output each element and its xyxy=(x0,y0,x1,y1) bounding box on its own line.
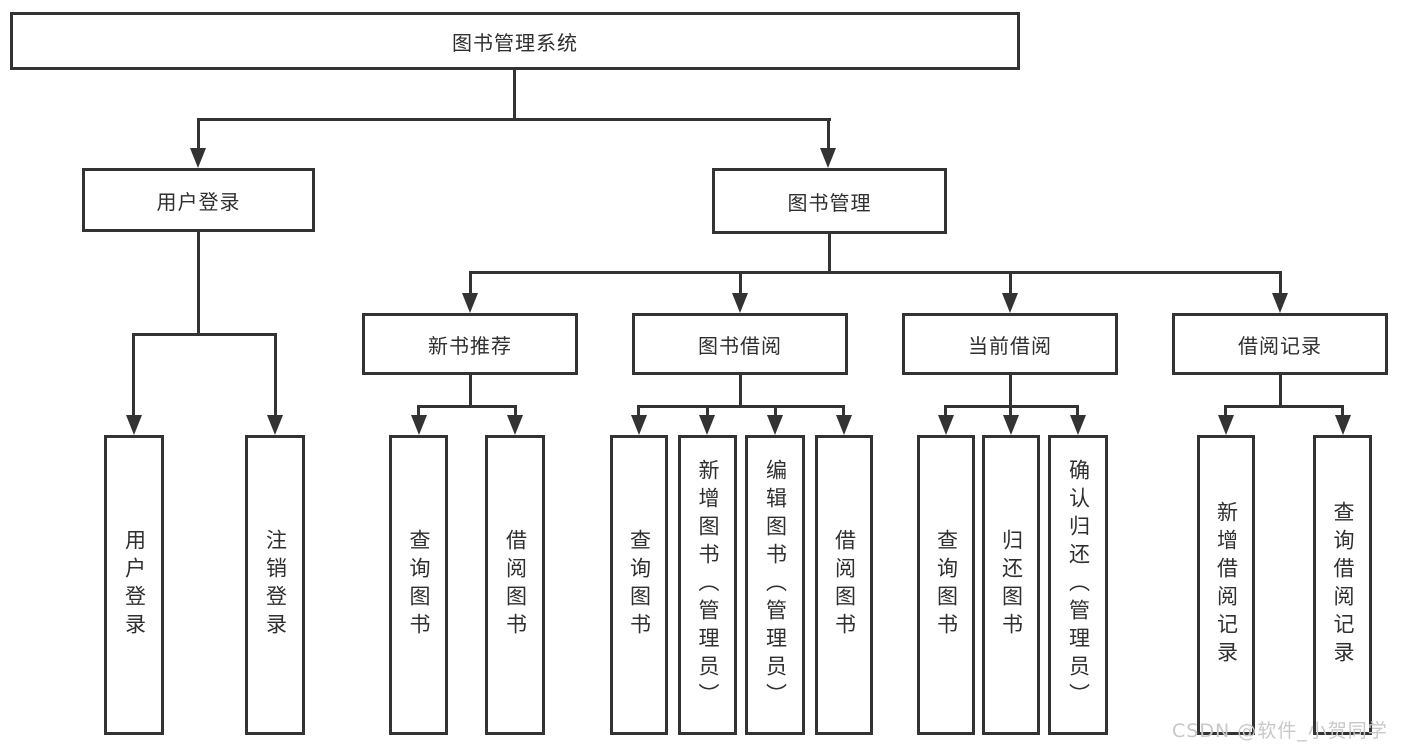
leaf-borrow-books-recommend: 借阅图书 xyxy=(485,435,545,735)
leaf-return-books-label: 归还图书 xyxy=(999,529,1024,641)
node-book-management-label: 图书管理 xyxy=(787,190,872,215)
arrow-down-icon xyxy=(820,148,836,168)
csdn-watermark: CSDN @软件_小贺同学 xyxy=(1172,720,1388,742)
leaf-logout-label: 注销登录 xyxy=(263,529,288,641)
connector-drop xyxy=(842,405,845,417)
leaf-borrow-books: 借阅图书 xyxy=(815,435,873,735)
connector-drop-leaf-login xyxy=(132,333,135,417)
arrow-down-icon xyxy=(836,415,852,435)
arrow-down-icon xyxy=(699,415,715,435)
node-book-management: 图书管理 xyxy=(712,168,947,234)
connector-drop xyxy=(1009,405,1012,417)
connector-drop xyxy=(1224,405,1227,417)
connector-bookmgmt-branch xyxy=(469,271,1282,274)
connector-drop xyxy=(514,405,517,417)
node-user-login-label: 用户登录 xyxy=(156,189,241,214)
connector-root-branch xyxy=(197,118,831,121)
arrow-down-icon xyxy=(1002,293,1018,313)
connector-drop-borrow-records xyxy=(1279,271,1282,296)
leaf-confirm-return-admin: 确认归还（管理员） xyxy=(1048,435,1108,735)
node-root-label: 图书管理系统 xyxy=(452,30,578,55)
arrow-down-icon xyxy=(732,293,748,313)
connector-userlogin-branch xyxy=(133,333,277,336)
leaf-user-login: 用户登录 xyxy=(104,435,164,735)
connector-currentborrow-stem xyxy=(1009,375,1012,407)
arrow-down-icon xyxy=(507,415,523,435)
connector-drop-leaf-logout xyxy=(274,333,277,417)
arrow-down-icon xyxy=(1070,415,1086,435)
connector-drop-current-borrow xyxy=(1009,271,1012,296)
leaf-query-books-current: 查询图书 xyxy=(917,435,975,735)
connector-records-branch xyxy=(1225,405,1344,408)
leaf-logout: 注销登录 xyxy=(245,435,305,735)
connector-currentborrow-branch xyxy=(945,405,1079,408)
leaf-query-books-borrow: 查询图书 xyxy=(610,435,668,735)
node-new-book-recommend: 新书推荐 xyxy=(362,313,578,375)
arrow-down-icon xyxy=(1272,293,1288,313)
connector-drop-new-book xyxy=(469,271,472,296)
node-current-borrow-label: 当前借阅 xyxy=(968,333,1052,358)
leaf-query-books-recommend: 查询图书 xyxy=(389,435,448,735)
leaf-query-books-borrow-label: 查询图书 xyxy=(627,529,652,641)
node-book-borrow: 图书借阅 xyxy=(632,313,848,375)
leaf-return-books: 归还图书 xyxy=(982,435,1040,735)
leaf-add-borrow-record-label: 新增借阅记录 xyxy=(1214,501,1239,669)
connector-newbook-branch xyxy=(418,405,517,408)
arrow-down-icon xyxy=(267,415,283,435)
connector-drop-user-login xyxy=(197,118,200,150)
leaf-add-book-admin: 新增图书（管理员） xyxy=(678,435,737,735)
leaf-user-login-label: 用户登录 xyxy=(122,529,147,641)
connector-drop xyxy=(1341,405,1344,417)
node-book-borrow-label: 图书借阅 xyxy=(698,333,782,358)
arrow-down-icon xyxy=(411,415,427,435)
node-borrow-records: 借阅记录 xyxy=(1172,313,1388,375)
leaf-borrow-books-recommend-label: 借阅图书 xyxy=(503,529,528,641)
arrow-down-icon xyxy=(1003,415,1019,435)
leaf-query-borrow-record: 查询借阅记录 xyxy=(1313,435,1372,735)
arrow-down-icon xyxy=(126,415,142,435)
leaf-add-book-admin-label: 新增图书（管理员） xyxy=(696,459,720,711)
node-new-book-recommend-label: 新书推荐 xyxy=(428,333,512,358)
connector-drop-book-mgmt xyxy=(827,118,830,150)
leaf-query-borrow-record-label: 查询借阅记录 xyxy=(1331,501,1355,669)
arrow-down-icon xyxy=(767,415,783,435)
arrow-down-icon xyxy=(938,415,954,435)
leaf-query-books-current-label: 查询图书 xyxy=(934,529,959,641)
arrow-down-icon xyxy=(631,415,647,435)
leaf-add-borrow-record: 新增借阅记录 xyxy=(1197,435,1255,735)
node-user-login: 用户登录 xyxy=(82,168,315,232)
connector-drop xyxy=(637,405,640,417)
connector-drop-book-borrow xyxy=(739,271,742,296)
connector-drop xyxy=(706,405,709,417)
arrow-down-icon xyxy=(190,148,206,168)
connector-bookborrow-stem xyxy=(739,375,742,407)
arrow-down-icon xyxy=(1335,415,1351,435)
connector-drop xyxy=(774,405,777,417)
connector-records-stem xyxy=(1279,375,1282,407)
leaf-edit-book-admin-label: 编辑图书（管理员） xyxy=(763,459,788,711)
connector-drop xyxy=(1076,405,1079,417)
connector-drop xyxy=(417,405,420,417)
arrow-down-icon xyxy=(1218,415,1234,435)
connector-bookmgmt-stem xyxy=(828,234,831,274)
connector-root-stem xyxy=(513,68,516,120)
leaf-query-books-recommend-label: 查询图书 xyxy=(407,529,431,641)
leaf-borrow-books-label: 借阅图书 xyxy=(832,529,857,641)
connector-newbook-stem xyxy=(469,375,472,407)
node-current-borrow: 当前借阅 xyxy=(902,313,1118,375)
leaf-edit-book-admin: 编辑图书（管理员） xyxy=(745,435,805,735)
arrow-down-icon xyxy=(462,293,478,313)
leaf-confirm-return-admin-label: 确认归还（管理员） xyxy=(1066,459,1091,711)
connector-userlogin-stem xyxy=(197,232,200,335)
connector-bookborrow-branch xyxy=(638,405,845,408)
node-root-system: 图书管理系统 xyxy=(10,12,1020,70)
connector-drop xyxy=(944,405,947,417)
node-borrow-records-label: 借阅记录 xyxy=(1238,333,1322,358)
